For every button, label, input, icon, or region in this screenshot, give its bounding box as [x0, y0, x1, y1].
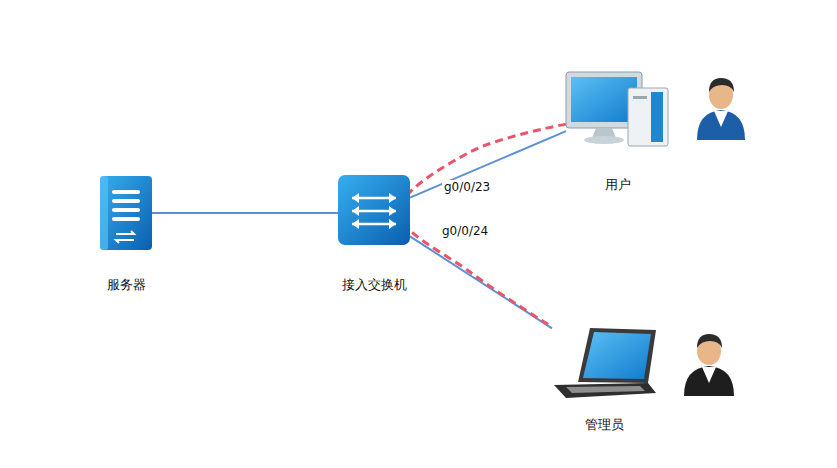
link-line: [410, 131, 566, 197]
tower-front: [651, 92, 663, 142]
laptop-screen: [583, 332, 651, 379]
person-shirt: [714, 111, 728, 127]
pc-tower: [628, 88, 668, 146]
laptop-icon: [554, 328, 656, 398]
person-icon: [684, 334, 734, 396]
server-edge: [100, 176, 108, 250]
pc-node: 用户: [566, 70, 670, 148]
device-label: 接入交换机: [342, 277, 407, 293]
port-label: g0/0/24: [440, 224, 490, 239]
server-bar: [112, 208, 140, 212]
device-label: 管理员: [585, 417, 624, 433]
laptop-node: 管理员: [552, 326, 656, 398]
switch-body: [338, 175, 410, 245]
person-icon: [697, 78, 745, 140]
device-label: 服务器: [107, 277, 146, 293]
pc-icon: [566, 72, 668, 146]
laptop-base: [554, 383, 656, 398]
device-label: 用户: [605, 177, 631, 193]
traffic-path: [399, 124, 566, 327]
server-node: 服务器: [100, 176, 152, 250]
server-arrows: [116, 231, 134, 243]
monitor-screen: [571, 77, 637, 122]
server-icon: [100, 176, 152, 250]
switch-node: 接入交换机: [338, 175, 410, 251]
server-bar: [112, 217, 140, 221]
person-shirt: [702, 367, 716, 383]
port-label: g0/0/23: [442, 180, 492, 195]
server-bar: [112, 190, 140, 194]
laptop-lid: [578, 328, 656, 383]
server-bar: [112, 199, 140, 203]
person-hair: [709, 78, 734, 92]
monitor-base: [584, 136, 624, 144]
person-hair: [697, 334, 722, 348]
link-line: [152, 212, 338, 214]
server-body: [100, 176, 152, 250]
tower-slot: [633, 96, 647, 99]
switch-icon: [338, 175, 410, 245]
switch-arrowheads: [352, 193, 396, 229]
person-suit: [684, 366, 734, 396]
laptop-keyboard: [566, 386, 645, 393]
person-suit: [697, 110, 745, 140]
